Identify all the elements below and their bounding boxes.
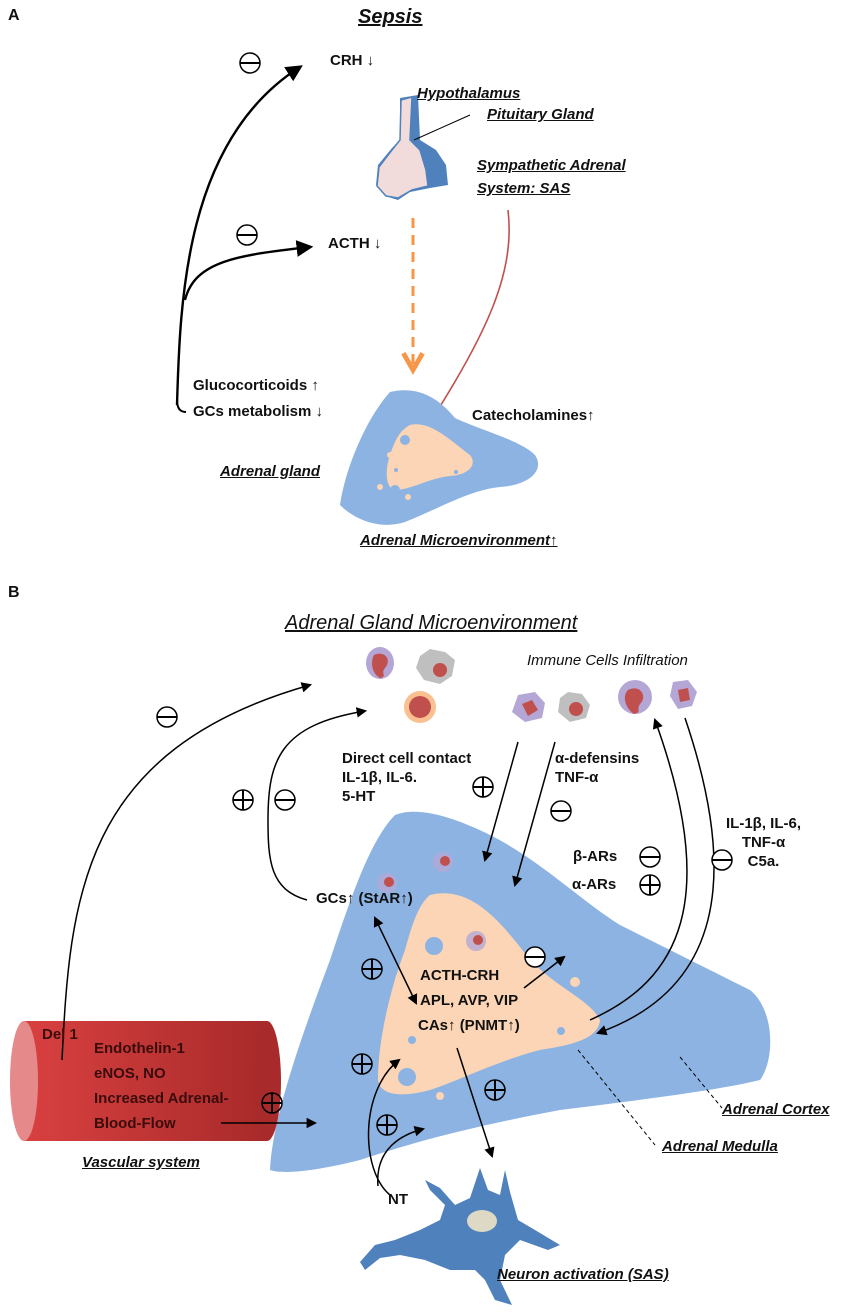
vascular-system-label: Vascular system: [82, 1154, 200, 1171]
adrenal-gland-shape: [340, 390, 539, 525]
stimulation-sign: [361, 958, 383, 980]
up-arrow-icon: ↑: [448, 1017, 456, 1034]
down-arrow-icon: ↓: [373, 235, 382, 252]
acth-feedback-arrow: [183, 240, 314, 301]
infiltrating-cells: [377, 852, 486, 951]
pituitary-leader-line: [413, 114, 471, 141]
catecholamines-label: Catecholamines↑: [472, 407, 595, 424]
inhibition-sign: [156, 706, 178, 728]
stimulation-sign: [376, 1114, 398, 1136]
vascular-factors-label: Endothelin-1 eNOS, NO Increased Adrenal-…: [94, 1040, 229, 1132]
del1-label: Del 1: [42, 1026, 78, 1043]
acth-label: ACTH ↓: [328, 235, 382, 252]
apl-avp-vip-label: APL, AVP, VIP: [420, 992, 519, 1009]
crh-feedback-arrow: [175, 65, 303, 406]
gcs-metabolism-label: GCs metabolism ↓: [193, 403, 324, 420]
nt-label: NT: [388, 1191, 408, 1208]
panel-b-label: B: [8, 584, 20, 601]
nt-arrow-2: [377, 1126, 426, 1187]
neuron-activation-label: Neuron activation (SAS): [497, 1266, 669, 1283]
up-arrow-icon: ↑: [507, 1017, 515, 1034]
crh-label: CRH ↓: [330, 52, 375, 69]
stimulation-sign: [351, 1053, 373, 1075]
direct-contact-arrow: [482, 741, 519, 863]
cas-pnmt-label: CAs↑ (PNMT↑): [418, 1017, 520, 1034]
ars-arrow: [589, 718, 688, 1021]
acth-outward-arrow: [523, 955, 566, 989]
sepsis-title: Sepsis: [358, 6, 423, 28]
stimulation-sign: [261, 1092, 283, 1114]
inhibition-sign: [236, 224, 258, 246]
inhibition-sign: [639, 846, 661, 868]
adrenal-gland-label: Adrenal gland: [220, 463, 321, 480]
beta-ars-label: β-ARs: [573, 848, 618, 865]
acth-crh-label: ACTH-CRH: [420, 967, 500, 984]
stimulation-sign: [484, 1079, 506, 1101]
up-arrow-icon: ↑: [550, 532, 558, 549]
adrenal-medulla-label: Adrenal Medulla: [662, 1138, 778, 1155]
gcs-medulla-arrow: [373, 916, 418, 1005]
stimulation-sign: [232, 789, 254, 811]
inhibition-sign: [550, 800, 572, 822]
blood-vessel: [10, 1021, 281, 1141]
alpha-ars-label: α-ARs: [572, 876, 617, 893]
inhibition-sign: [274, 789, 296, 811]
sas-label-line1: Sympathetic Adrenal: [477, 157, 626, 174]
up-arrow-icon: ↑: [400, 890, 408, 907]
direct-contact-label: Direct cell contact IL-1β, IL-6. 5-HT: [342, 750, 472, 805]
pituitary-gland-shape: [376, 95, 448, 200]
medulla-leader-line: [577, 1049, 656, 1146]
down-arrow-icon: ↓: [315, 403, 324, 420]
inhibition-sign: [524, 946, 546, 968]
adrenal-cortex-shape: [270, 811, 771, 1172]
up-arrow-icon: ↑: [346, 890, 355, 907]
defensins-arrow: [512, 741, 556, 888]
pituitary-label: Pituitary Gland: [487, 106, 594, 123]
sas-label-line2: System: SAS: [477, 180, 571, 197]
sas-line: [424, 209, 510, 431]
cytokines-arrow: [596, 717, 715, 1036]
up-arrow-icon: ↑: [587, 407, 595, 424]
gcs-star-label: GCs↑ (StAR↑): [316, 890, 413, 907]
cytokines-right-label: IL-1β, IL-6, TNF-α C5a.: [726, 815, 801, 870]
hypothalamus-label: Hypothalamus: [417, 85, 521, 102]
adrenal-microenvironment-label: Adrenal Microenvironment↑: [360, 532, 558, 549]
down-arrow-icon: ↓: [366, 52, 375, 69]
del1-arrow: [61, 682, 313, 1061]
inhibition-sign: [239, 52, 261, 74]
stimulation-sign: [639, 874, 661, 896]
gcs-feedback-arrow: [267, 707, 368, 901]
microenvironment-title: Adrenal Gland Microenvironment: [285, 612, 578, 634]
immune-infiltration-label: Immune Cells Infiltration: [527, 652, 688, 669]
cas-neuron-arrow: [456, 1047, 495, 1158]
immune-cells: [366, 647, 697, 723]
stimulation-sign: [472, 776, 494, 798]
up-arrow-icon: ↑: [311, 377, 319, 394]
adrenal-cortex-label: Adrenal Cortex: [722, 1101, 830, 1118]
panel-a-label: A: [8, 7, 20, 24]
glucocorticoids-label: Glucocorticoids ↑: [193, 377, 319, 394]
defensins-label: α-defensins TNF-α: [555, 750, 640, 786]
nt-arrow-1: [367, 1058, 401, 1196]
neuron-shape: [360, 1168, 560, 1305]
